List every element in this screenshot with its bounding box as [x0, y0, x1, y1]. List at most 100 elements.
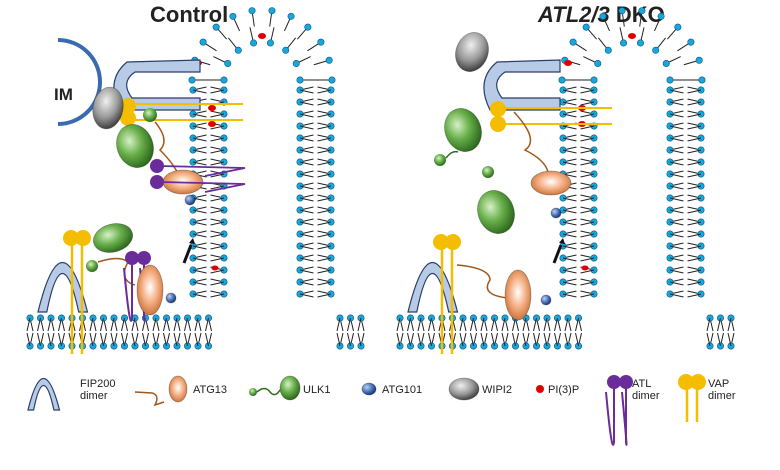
dko-panel-title: ATL2/3 DKO	[538, 2, 665, 28]
atl-stalk	[159, 165, 246, 177]
lipid-tail	[317, 149, 332, 154]
lipid-tail	[210, 185, 225, 190]
lipid-tail	[299, 89, 314, 94]
lipid-tail	[210, 233, 225, 238]
atl-head	[150, 159, 164, 173]
lipid-tail	[142, 332, 146, 347]
lipid-tail	[192, 209, 207, 214]
lipid-head	[282, 46, 290, 54]
lipid-tail	[417, 317, 422, 332]
lipid-tail	[299, 197, 314, 202]
vap-head	[63, 230, 79, 246]
lipid-tail	[152, 317, 157, 332]
lipid-tail	[687, 221, 702, 226]
lipid-head	[695, 56, 703, 64]
lipid-tail	[163, 317, 167, 332]
lipid-tail	[317, 257, 332, 262]
lipid-tail	[299, 101, 314, 106]
ulk1-protein	[444, 108, 482, 152]
atg101-protein	[550, 207, 562, 219]
lipid-head	[657, 12, 665, 20]
lipid-head	[569, 38, 577, 46]
wipi2-protein	[455, 32, 489, 72]
lipid-head	[224, 60, 232, 68]
lipid-tail	[58, 317, 62, 332]
lipid-head	[652, 46, 660, 54]
proteins-layer	[37, 32, 612, 354]
lipid-head	[698, 76, 706, 84]
lipid-tail	[580, 113, 595, 118]
lipid-tail	[407, 332, 411, 347]
dko-proteins	[407, 32, 612, 354]
vap-head	[690, 374, 706, 390]
atg13-protein	[504, 269, 532, 321]
legend-vap-icon	[678, 374, 706, 422]
atl-dimer	[123, 251, 151, 322]
lipid-tail	[669, 245, 684, 250]
lipid-tail	[152, 332, 157, 347]
lipid-tail	[210, 149, 225, 154]
lipid-tail	[669, 173, 684, 178]
lipid-head	[636, 39, 644, 47]
atl-head	[619, 375, 633, 389]
lipid-tail	[470, 332, 474, 347]
lipid-tail	[580, 233, 595, 238]
fip200-dimer	[407, 262, 459, 313]
legend-atg101-icon	[361, 382, 377, 396]
lipid-head	[229, 12, 237, 20]
lipid-head	[296, 76, 304, 84]
lipid-tail	[687, 137, 702, 142]
lipid-tail	[687, 113, 702, 118]
lipid-tail	[173, 332, 178, 347]
lipid-tail	[669, 233, 684, 238]
lipid-tail	[669, 209, 684, 214]
lipid-tail	[317, 269, 332, 274]
lipid-tail	[192, 245, 207, 250]
lipid-tail	[580, 209, 595, 214]
pi3p-dot	[581, 265, 589, 271]
lipid-tail	[26, 317, 31, 332]
lipid-tail	[317, 185, 332, 190]
control-proteins	[37, 38, 246, 354]
vap-head	[490, 101, 506, 117]
dko-title-gene: ATL2/3	[538, 2, 610, 27]
im-label: IM	[54, 85, 73, 104]
lipid-tail	[580, 89, 595, 94]
lipid-tail	[192, 149, 207, 154]
lipid-tail	[669, 221, 684, 226]
pi3p-dot	[208, 105, 216, 111]
lipid-tail	[299, 185, 314, 190]
er-membrane	[26, 7, 365, 350]
lipid-tail	[299, 113, 314, 118]
legend-atg13-linker-icon	[134, 391, 165, 407]
lipid-tail	[299, 161, 314, 166]
lipid-tail	[669, 293, 684, 298]
lipid-tail	[562, 137, 577, 142]
lipid-tail	[299, 257, 314, 262]
lipid-head	[558, 76, 566, 84]
lipid-tail	[580, 293, 595, 298]
lipid-tail	[562, 89, 577, 94]
lipid-tail	[205, 332, 209, 347]
atg13-protein	[530, 170, 572, 196]
lipid-tail	[522, 317, 527, 332]
lipid-tail	[210, 125, 225, 130]
lipid-tail	[210, 281, 225, 286]
lipid-tail	[192, 161, 207, 166]
lipid-tail	[580, 101, 595, 106]
lipid-tail	[210, 113, 225, 118]
lipid-tail	[89, 332, 94, 347]
lipid-tail	[562, 197, 577, 202]
lipid-head	[250, 39, 258, 47]
lipid-tail	[580, 245, 595, 250]
lipid-tail	[26, 332, 31, 347]
lipid-tail	[131, 332, 136, 347]
lipid-tail	[89, 317, 94, 332]
lipid-head	[328, 76, 336, 84]
atg101-protein	[184, 194, 196, 206]
arrow-head-icon	[189, 238, 195, 244]
pi3p-dot	[628, 33, 636, 39]
lipid-tail	[173, 317, 178, 332]
